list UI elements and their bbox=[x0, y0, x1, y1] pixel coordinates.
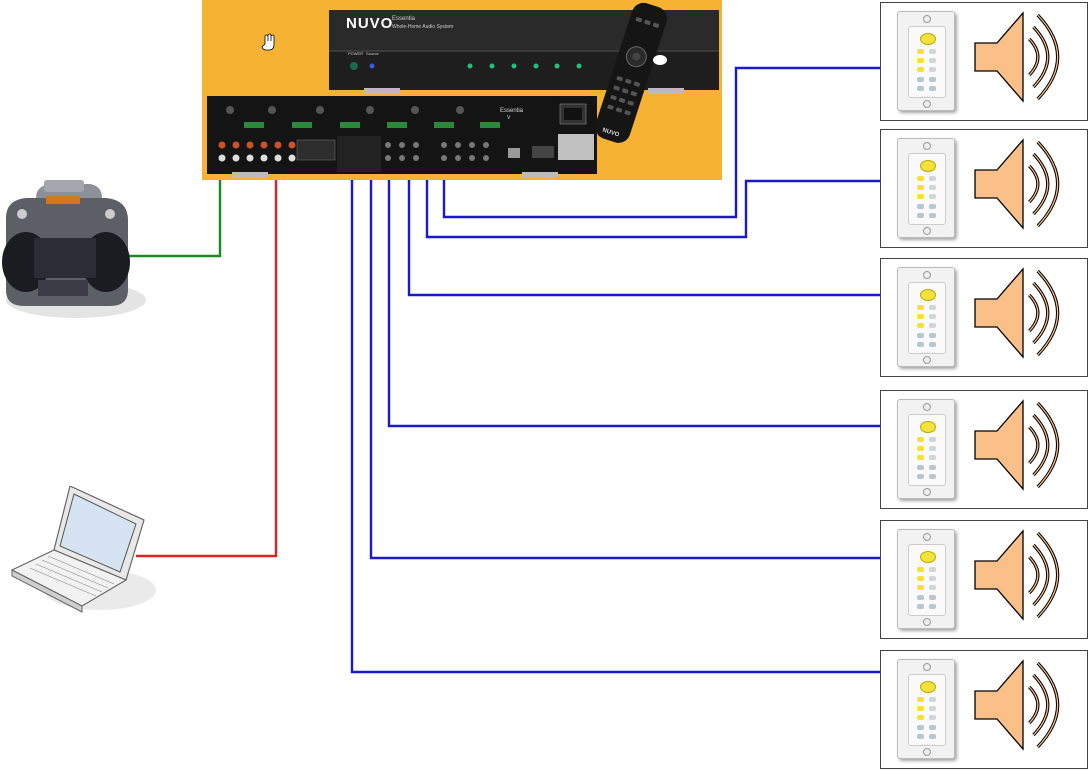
zone-3-wire bbox=[407, 180, 880, 297]
zone-6-speaker-icon bbox=[974, 659, 1060, 751]
zone-4-keypad-icon bbox=[897, 399, 955, 499]
zone-5-speaker-icon bbox=[974, 529, 1060, 621]
v-logo bbox=[653, 55, 667, 65]
laptop-icon bbox=[10, 486, 156, 613]
source-led-icon bbox=[369, 63, 375, 69]
zone-5-wire bbox=[369, 180, 880, 560]
zone-3-panel bbox=[880, 258, 1088, 377]
zone-4-panel bbox=[880, 390, 1088, 509]
zone-2-wire bbox=[425, 179, 880, 239]
zone-6-wire bbox=[350, 180, 880, 674]
zone-2-panel bbox=[880, 129, 1088, 248]
zone-2-keypad-icon bbox=[897, 138, 955, 238]
nuvo-equipment bbox=[202, 0, 722, 180]
zone-1-speaker-icon bbox=[974, 11, 1060, 103]
zone-4-wire bbox=[387, 180, 880, 428]
boombox-icon bbox=[2, 180, 146, 318]
zone-1-panel bbox=[880, 2, 1088, 121]
zone-5-panel bbox=[880, 520, 1088, 639]
subtitle-label: Whole-Home Audio System bbox=[392, 24, 454, 30]
stereo-wire bbox=[126, 180, 222, 258]
hand-cursor-icon bbox=[261, 33, 275, 51]
remote-control bbox=[595, 2, 668, 143]
rear-version-label: V bbox=[507, 115, 511, 121]
zone-3-speaker-icon bbox=[974, 267, 1060, 359]
zone-1-keypad-icon bbox=[897, 11, 955, 111]
rear-model-label: Essentia bbox=[500, 108, 524, 114]
zone-3-keypad-icon bbox=[897, 267, 955, 367]
zone-6-keypad-icon bbox=[897, 659, 955, 759]
brand-label: NUVO bbox=[346, 15, 394, 32]
zone-6-panel bbox=[880, 650, 1088, 769]
laptop-wire bbox=[136, 180, 278, 558]
zone-2-speaker-icon bbox=[974, 138, 1060, 230]
zone-4-speaker-icon bbox=[974, 399, 1060, 491]
source-label: Source bbox=[366, 51, 379, 56]
rear-panel bbox=[207, 96, 597, 174]
power-label: POWER bbox=[348, 51, 364, 56]
model-label: Essentia bbox=[392, 16, 416, 22]
zone-1-wire bbox=[442, 66, 880, 219]
zone-5-keypad-icon bbox=[897, 529, 955, 629]
power-led-icon bbox=[350, 62, 358, 70]
